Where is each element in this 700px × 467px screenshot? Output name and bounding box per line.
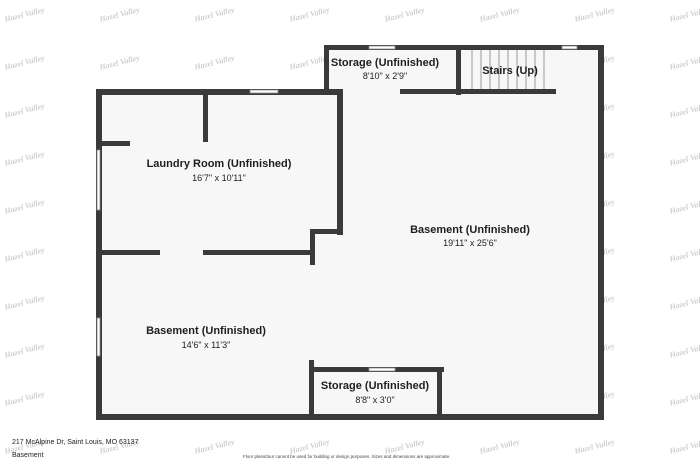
- room-name: Storage (Unfinished): [320, 380, 430, 392]
- room-name: Stairs (Up): [482, 65, 538, 77]
- room-dimensions: 19'11" x 25'6": [443, 238, 497, 248]
- room-dimensions: 8'10" x 2'9": [362, 71, 408, 81]
- room-dimensions: 14'6" x 11'3": [181, 340, 231, 350]
- room-name: Basement (Unfinished): [146, 325, 266, 337]
- room-dimensions: 16'7" x 10'11": [192, 173, 246, 183]
- room-name: Storage (Unfinished): [330, 57, 440, 69]
- address-text: 217 McAlpine Dr, Saint Louis, MO 63137: [12, 439, 139, 446]
- stair-treads: [471, 50, 545, 90]
- room-name: Basement (Unfinished): [410, 224, 530, 236]
- windows: [96, 45, 578, 372]
- room-dimensions: 8'8" x 3'0": [355, 395, 395, 405]
- room-name: Laundry Room (Unfinished): [146, 158, 292, 170]
- floor-fill: [99, 47, 601, 417]
- disclaimer-text: Floor plans/tour cannot be used for buil…: [243, 454, 451, 459]
- floor-name: Basement: [12, 452, 44, 459]
- walls: [96, 45, 604, 420]
